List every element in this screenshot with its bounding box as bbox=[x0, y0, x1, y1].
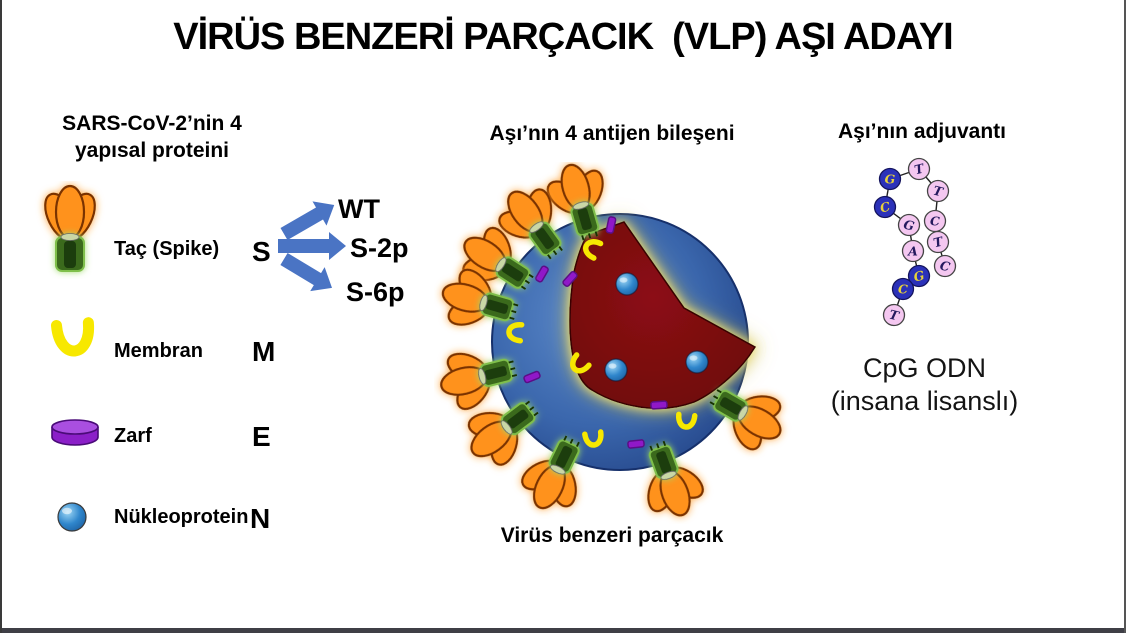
envelope-protein-rod bbox=[562, 270, 578, 288]
virus-like-particle-illustration bbox=[440, 163, 782, 517]
spike-variant-arrows bbox=[278, 201, 346, 292]
legend-symbol-S: S bbox=[252, 236, 271, 267]
spike-protein bbox=[498, 188, 563, 260]
membrane-protein-u bbox=[583, 239, 604, 261]
arrow-wt bbox=[280, 201, 335, 241]
variant-label-s2p: S-2p bbox=[350, 233, 409, 263]
legend-label-envelope: Zarf bbox=[114, 425, 152, 447]
membrane-protein-u bbox=[506, 322, 525, 344]
page-title: VİRÜS BENZERİ PARÇACIK (VLP) AŞI ADAYI bbox=[173, 16, 953, 58]
membrane-protein-u bbox=[570, 352, 592, 374]
nucleotide-g-1: G bbox=[878, 167, 902, 191]
svg-text:C: C bbox=[938, 258, 951, 275]
nucleoprotein-sphere bbox=[604, 358, 628, 382]
legend-symbol-N: N bbox=[250, 503, 271, 534]
nucleotide-t-2: T bbox=[926, 179, 950, 203]
cpg-odn-name: CpG ODN bbox=[862, 353, 987, 383]
svg-text:C: C bbox=[878, 199, 891, 216]
svg-text:G: G bbox=[902, 216, 916, 233]
right-panel-heading: Aşı’nın adjuvantı bbox=[837, 120, 1007, 143]
left-panel-heading: SARS-CoV-2’nin 4 yapısal proteini bbox=[27, 110, 277, 164]
legend-label-nucleoprotein: Nükleoprotein bbox=[114, 506, 249, 528]
nucleoprotein-sphere bbox=[615, 272, 639, 296]
spike-protein bbox=[462, 226, 534, 290]
nucleotide-t-11: T bbox=[882, 303, 906, 327]
nucleotide-c-4: C bbox=[923, 209, 947, 233]
spike-protein bbox=[441, 268, 519, 326]
spike-protein bbox=[521, 435, 580, 510]
left-heading-line2: yapısal proteini bbox=[74, 139, 230, 162]
svg-text:C: C bbox=[898, 282, 908, 297]
spike-protein bbox=[467, 400, 539, 466]
svg-text:A: A bbox=[907, 244, 918, 259]
cpg-odn-license-note: (insana lisanslı) bbox=[830, 386, 1019, 416]
legend-label-membrane: Membran bbox=[114, 340, 203, 362]
envelope-protein-rod bbox=[523, 370, 541, 384]
envelope-icon bbox=[51, 419, 99, 446]
left-heading-line1: SARS-CoV-2’nin 4 bbox=[62, 112, 242, 135]
membrane-protein-u bbox=[676, 411, 698, 430]
nucleotide-c-3: C bbox=[873, 195, 897, 219]
envelope-protein-rod bbox=[605, 216, 617, 234]
envelope-protein-rod bbox=[650, 400, 668, 410]
arrow-s6p bbox=[280, 252, 333, 292]
nucleotide-t-0: T bbox=[907, 157, 931, 181]
arrow-s2p bbox=[278, 232, 346, 260]
envelope-protein-rod bbox=[535, 265, 549, 283]
variant-label-wt: WT bbox=[338, 194, 380, 224]
variant-label-s6p: S-6p bbox=[346, 277, 405, 307]
slide-bottom-bar bbox=[2, 628, 1124, 633]
nucleotide-t-6: T bbox=[926, 230, 950, 254]
vlp-caption: Virüs benzeri parçacık bbox=[500, 524, 724, 547]
vlp-nucleoproteins bbox=[604, 272, 709, 382]
spike-protein bbox=[440, 352, 518, 411]
legend-symbol-E: E bbox=[252, 421, 271, 452]
cpg-odn-label: CpG ODN (insana lisanslı) bbox=[812, 352, 1037, 418]
svg-text:C: C bbox=[930, 214, 940, 229]
legend-label-spike: Taç (Spike) bbox=[114, 238, 220, 260]
svg-text:G: G bbox=[885, 172, 896, 187]
envelope-protein-rod bbox=[627, 439, 645, 449]
legend-symbol-M: M bbox=[252, 336, 276, 367]
svg-text:G: G bbox=[912, 267, 926, 284]
nucleoprotein-icon bbox=[57, 502, 87, 532]
nucleotide-c-8: C bbox=[933, 254, 957, 278]
spike-protein bbox=[647, 440, 704, 517]
spike-protein bbox=[546, 163, 604, 241]
nucleotide-a-7: A bbox=[901, 239, 925, 263]
nucleotide-g-9: G bbox=[907, 264, 931, 288]
center-panel-heading: Aşı’nın 4 antijen bileşeni bbox=[489, 122, 735, 145]
nucleotide-c-10: C bbox=[891, 277, 915, 301]
nucleotide-g-5: G bbox=[897, 213, 921, 237]
spike-protein bbox=[709, 389, 782, 451]
membrane-icon bbox=[50, 317, 94, 357]
membrane-protein-u bbox=[582, 429, 604, 448]
spike-icon bbox=[44, 184, 96, 272]
nucleoprotein-sphere bbox=[685, 350, 709, 374]
vlp-spike-proteins bbox=[440, 163, 782, 517]
vlp-surface-proteins bbox=[506, 216, 698, 449]
